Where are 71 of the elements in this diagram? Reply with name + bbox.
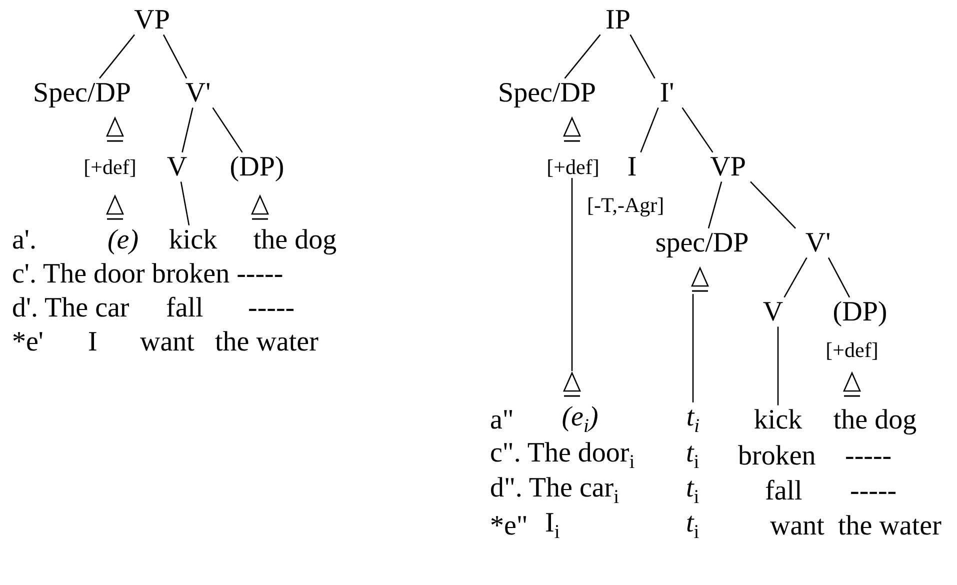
triangle-symbol: [562, 371, 582, 399]
tree-node-label: [+def]: [84, 156, 136, 178]
triangle-symbol: [105, 116, 125, 144]
text-label: -----: [845, 441, 892, 471]
tree-node-label: (e$_{i}$): [562, 402, 598, 438]
tree-node-label: the dog: [253, 225, 337, 255]
tree-branch-line: [564, 34, 601, 79]
triangle-symbol: [842, 371, 862, 399]
tree-branch-line: [640, 107, 659, 153]
triangle-symbol: [105, 194, 125, 222]
tree-node-label: spec/DP: [655, 228, 749, 258]
text-label: -----: [248, 293, 295, 323]
triangle-symbol: [690, 266, 710, 294]
tree-node-label: I': [660, 78, 674, 108]
tree-branch-line: [571, 178, 573, 371]
tree-branch-line: [99, 34, 135, 79]
tree-node-label: t$_{i}$: [686, 402, 700, 438]
text-label: [-T,-Agr]: [587, 194, 664, 216]
tree-node-label: [+def]: [826, 338, 878, 362]
tree-branch-line: [784, 257, 808, 298]
tree-branch-line: [828, 257, 850, 298]
text-label: the water: [215, 327, 318, 357]
tree-node-label: V: [762, 297, 784, 327]
text-label: I$_{i}$: [545, 508, 560, 544]
tree-branch-line: [630, 34, 656, 79]
text-label: c'. The door broken -----: [12, 259, 284, 289]
text-label: a'.: [12, 225, 36, 255]
tree-node-label: IP: [606, 5, 630, 35]
tree-node-label: kick: [754, 405, 802, 435]
tree-node-label: V': [805, 228, 831, 258]
tree-node-label: V: [166, 152, 188, 182]
tree-branch-line: [750, 181, 796, 229]
tree-node-label: V': [185, 78, 211, 108]
tree-node-label: VP: [134, 5, 170, 35]
text-label: want: [140, 327, 194, 357]
tree-node-label: VP: [710, 152, 746, 182]
tree-branch-line: [182, 108, 194, 152]
text-label: want: [770, 511, 824, 541]
text-label: *e': [12, 327, 44, 357]
tree-branch-line: [777, 326, 779, 406]
text-label: a": [490, 405, 514, 435]
text-label: t$_{i}$: [686, 473, 700, 509]
tree-node-label: Spec/DP: [498, 78, 596, 108]
text-label: I: [88, 327, 98, 357]
text-label: -----: [850, 476, 897, 506]
tree-branch-line: [212, 107, 243, 153]
tree-node-label: (e): [107, 225, 139, 255]
tree-branch-line: [692, 294, 694, 402]
tree-node-label: I: [627, 152, 637, 182]
tree-node-label: [+def]: [546, 156, 600, 178]
text-label: d". The car$_{i}$: [490, 473, 620, 509]
tree-branch-line: [162, 34, 188, 79]
text-label: fall: [765, 476, 802, 506]
text-label: t$_{i}$: [686, 438, 700, 474]
tree-branch-line: [682, 107, 714, 153]
text-label: d'. The car: [12, 293, 130, 323]
tree-node-label: kick: [168, 225, 218, 255]
tree-branch-line: [180, 182, 190, 226]
tree-node-label: (DP): [230, 152, 284, 182]
text-label: *e": [490, 511, 528, 541]
tree-node-label: Spec/DP: [33, 78, 131, 108]
triangle-symbol: [562, 116, 582, 144]
tree-node-label: the dog: [833, 405, 917, 435]
tree-node-label: (DP): [832, 297, 888, 327]
text-label: broken: [738, 441, 816, 471]
triangle-symbol: [250, 194, 270, 222]
text-label: c". The door$_{i}$: [490, 438, 635, 474]
text-label: fall: [166, 293, 204, 323]
tree-branch-line: [708, 182, 722, 228]
text-label: the water: [838, 511, 942, 541]
text-label: t$_{i}$: [686, 508, 700, 544]
